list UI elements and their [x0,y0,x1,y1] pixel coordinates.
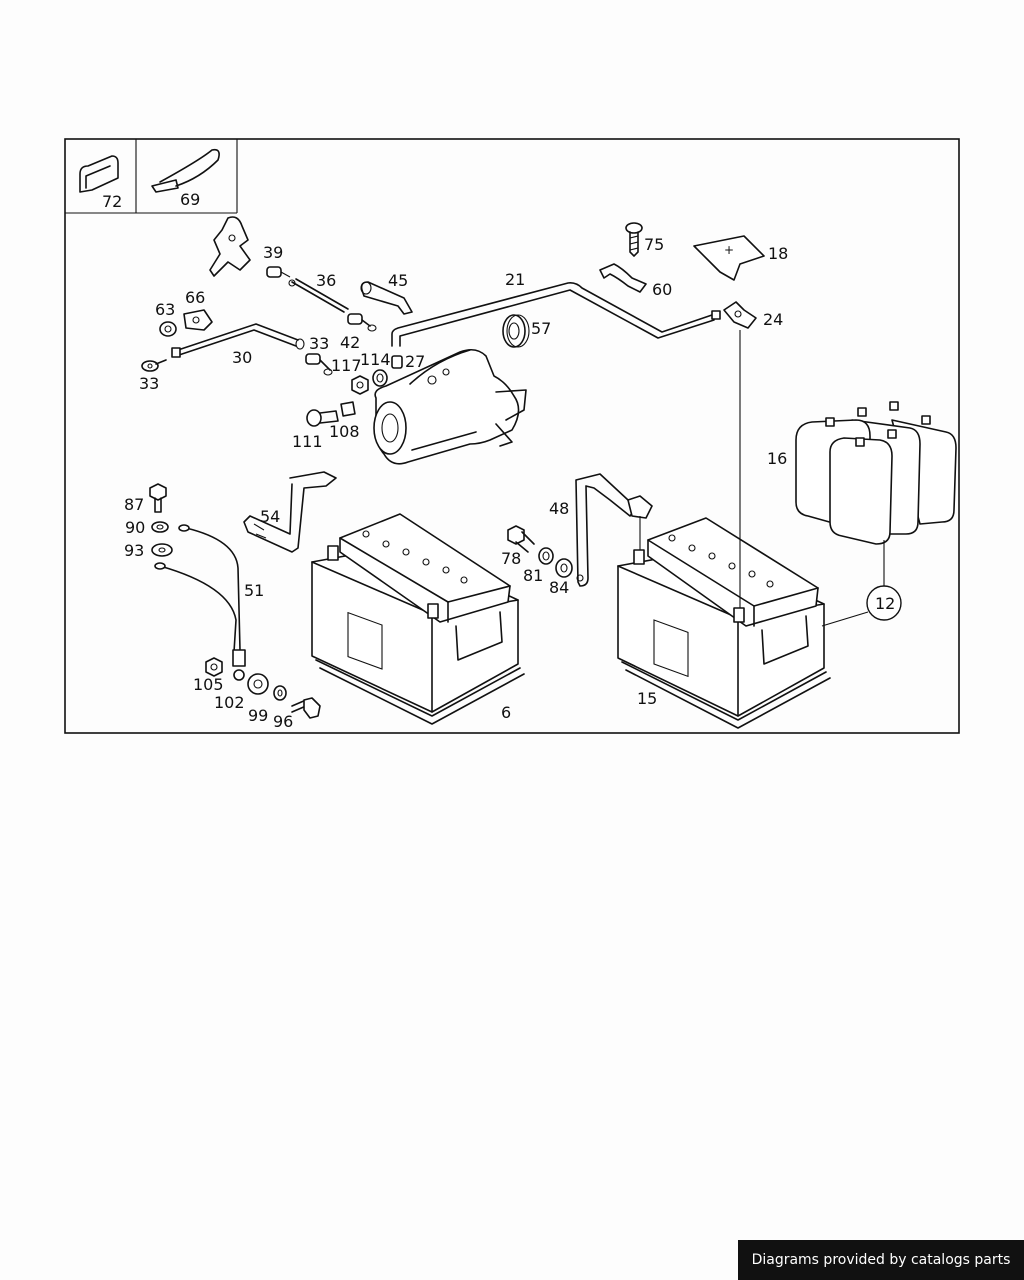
callout-57: 57 [531,319,551,338]
svg-text:+: + [724,243,734,257]
callout-21: 21 [505,270,525,289]
callout-60: 60 [652,280,672,299]
part-105-nut [205,657,223,677]
callout-87: 87 [124,495,144,514]
callout-117: 117 [331,356,362,375]
part-87-bolt [149,483,167,513]
part-81-lock-washer [538,547,554,565]
callout-84: 84 [549,578,569,597]
part-33-connector [305,353,333,376]
callout-36: 36 [316,271,336,290]
callout-12: 12 [875,594,895,613]
callout-24: 24 [763,310,783,329]
diagram-frame [64,138,960,734]
callout-102: 102 [214,693,245,712]
callout-16: 16 [767,449,787,468]
callout-66: 66 [185,288,205,307]
callout-6: 6 [501,703,511,722]
part-63-nut [159,321,177,337]
part-57-grommet [502,314,530,348]
part-84-washer [555,558,573,578]
part-27-nut [391,355,403,369]
callout-93: 93 [124,541,144,560]
callout-111: 111 [292,432,323,451]
part-51-ground-cable [154,524,246,681]
part-60-clip [599,263,647,293]
part-69-cable-tie [151,148,220,193]
callout-78: 78 [501,549,521,568]
part-108-clip [340,401,356,417]
callout-30: 30 [232,348,252,367]
leader-lines [639,330,885,627]
starter-motor [373,348,527,465]
callout-42: 42 [340,333,360,352]
battery-15 [617,517,831,729]
part-54-hold-down-strap [243,471,337,553]
battery-6 [311,513,525,725]
callout-105: 105 [193,675,224,694]
credit-banner: Diagrams provided by catalogs parts [738,1240,1024,1280]
part-90-lock-washer [151,521,169,533]
part-102-washer [247,673,269,695]
callout-114: 114 [360,350,391,369]
part-75-screw [625,222,643,257]
callout-15: 15 [637,689,657,708]
part-78-bolt [507,525,535,553]
callout-99: 99 [248,706,268,725]
callout-75: 75 [644,235,664,254]
callout-54: 54 [260,507,280,526]
part-33-ring-terminal [141,359,167,372]
part-99-lock-washer [273,685,287,701]
callout-69: 69 [180,190,200,209]
part-111-bolt [306,409,339,427]
callout-108: 108 [329,422,360,441]
credit-text: Diagrams provided by catalogs parts [751,1252,1011,1268]
callout-72: 72 [102,192,122,211]
callout-27: 27 [405,352,425,371]
part-45-hose [360,281,413,315]
callout-39: 39 [263,243,283,262]
callout-33-left: 33 [139,374,159,393]
part-30-cable [171,323,305,358]
part-24-terminal-clamp [723,301,757,329]
part-21-cable [391,282,721,347]
callout-81: 81 [523,566,543,585]
part-96-bolt [291,697,321,719]
callout-circle-12 [866,585,902,621]
part-36-sleeve [288,278,349,313]
part-93-washer [151,543,173,557]
part-18-terminal-cover: + [693,235,765,281]
part-114-nut [351,375,369,395]
part-39-plug [266,266,291,278]
inset-boxes [65,139,238,214]
callout-48: 48 [549,499,569,518]
callout-96: 96 [273,712,293,731]
callout-18: 18 [768,244,788,263]
callout-labels: 72 69 39 36 45 21 75 18 60 24 57 63 66 3… [102,190,895,731]
part-39-rubber-boot [209,216,251,277]
callout-63: 63 [155,300,175,319]
callout-33-right: 33 [309,334,329,353]
part-16-cell-covers [795,401,957,545]
part-washer [372,369,388,387]
part-42-connector [347,313,377,332]
part-72-edge-trim [79,155,119,193]
part-48-hold-down-strap [575,473,653,587]
callout-45: 45 [388,271,408,290]
callout-90: 90 [125,518,145,537]
callout-51: 51 [244,581,264,600]
part-66-clamp [183,309,213,331]
